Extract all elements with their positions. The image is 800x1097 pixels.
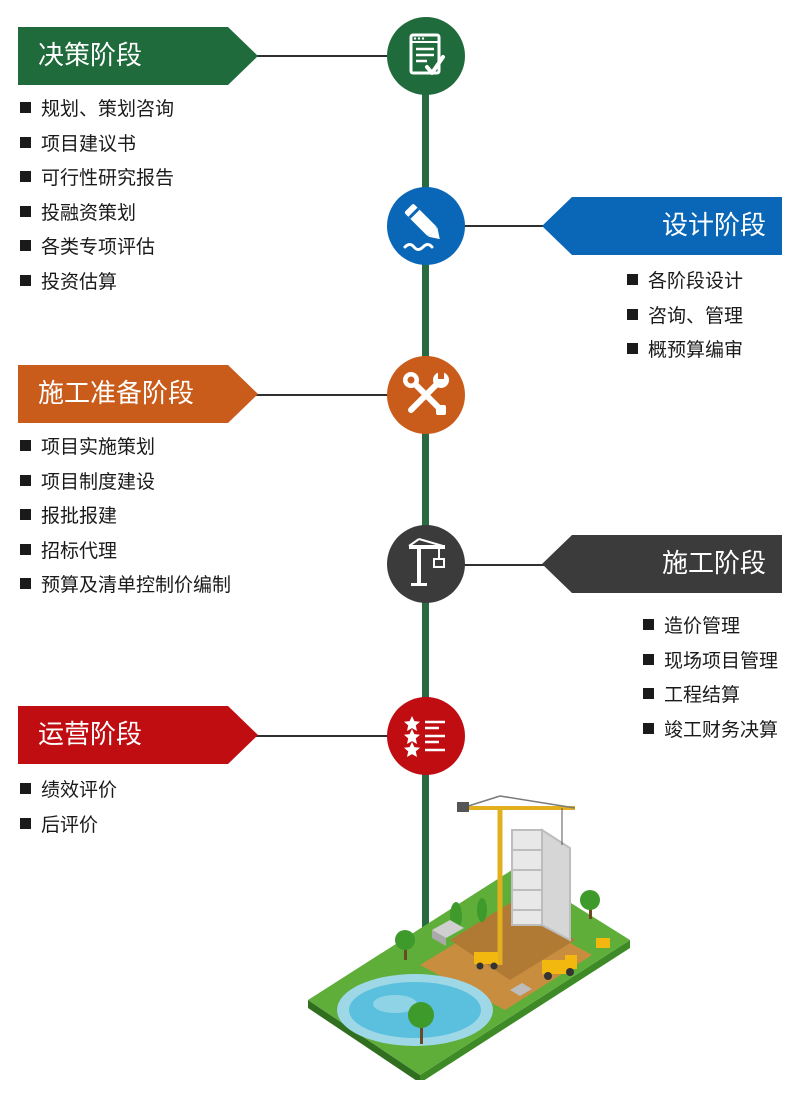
list-item: 各阶段设计 bbox=[627, 264, 743, 299]
list-item: 投融资策划 bbox=[20, 196, 174, 231]
list-item: 报批报建 bbox=[20, 499, 231, 534]
stage-items-prep: 项目实施策划 项目制度建设 报批报建 招标代理 预算及清单控制价编制 bbox=[20, 430, 231, 603]
stage-title-operation: 运营阶段 bbox=[38, 720, 143, 750]
timeline-spine bbox=[422, 55, 429, 935]
list-item: 项目制度建设 bbox=[20, 465, 231, 500]
connector-decision bbox=[255, 55, 425, 57]
list-item: 各类专项评估 bbox=[20, 230, 174, 265]
stage-banner-design: 设计阶段 bbox=[542, 197, 782, 255]
connector-construction bbox=[426, 564, 546, 566]
construction-site-illustration bbox=[308, 795, 630, 1080]
pen-icon bbox=[403, 204, 440, 251]
stage-banner-prep: 施工准备阶段 bbox=[18, 365, 258, 423]
list-item: 概预算编审 bbox=[627, 333, 743, 368]
list-item: 咨询、管理 bbox=[627, 299, 743, 334]
stage-node-design bbox=[387, 187, 465, 265]
list-item: 项目实施策划 bbox=[20, 430, 231, 465]
stage-title-prep: 施工准备阶段 bbox=[38, 379, 195, 409]
stage-node-construction bbox=[387, 525, 465, 603]
stage-banner-construction: 施工阶段 bbox=[542, 535, 782, 593]
list-item: 规划、策划咨询 bbox=[20, 92, 174, 127]
list-item: 投资估算 bbox=[20, 265, 174, 300]
stage-title-construction: 施工阶段 bbox=[661, 549, 766, 579]
stage-items-operation: 绩效评价 后评价 bbox=[20, 773, 117, 842]
list-item: 现场项目管理 bbox=[643, 644, 778, 679]
connector-design bbox=[426, 225, 546, 227]
star-rating-list-icon bbox=[404, 716, 445, 757]
stage-items-decision: 规划、策划咨询 项目建议书 可行性研究报告 投融资策划 各类专项评估 投资估算 bbox=[20, 92, 174, 299]
crane-icon bbox=[408, 538, 445, 586]
connector-operation bbox=[255, 735, 425, 737]
tools-icon bbox=[403, 370, 449, 415]
stage-title-design: 设计阶段 bbox=[661, 211, 766, 241]
list-item: 项目建议书 bbox=[20, 127, 174, 162]
list-item: 招标代理 bbox=[20, 534, 231, 569]
stage-banner-decision: 决策阶段 bbox=[18, 27, 258, 85]
list-item: 绩效评价 bbox=[20, 773, 117, 808]
list-item: 工程结算 bbox=[643, 678, 778, 713]
stage-items-construction: 造价管理 现场项目管理 工程结算 竣工财务决算 bbox=[643, 609, 778, 747]
list-item: 竣工财务决算 bbox=[643, 713, 778, 748]
connector-prep bbox=[255, 394, 425, 396]
stage-banner-operation: 运营阶段 bbox=[18, 706, 258, 764]
list-item: 后评价 bbox=[20, 808, 117, 843]
list-item: 可行性研究报告 bbox=[20, 161, 174, 196]
stage-node-prep bbox=[387, 356, 465, 434]
stage-node-operation bbox=[387, 697, 465, 775]
document-check-icon bbox=[409, 33, 445, 75]
stage-node-decision bbox=[387, 17, 465, 95]
stage-title-decision: 决策阶段 bbox=[38, 41, 143, 71]
list-item: 预算及清单控制价编制 bbox=[20, 568, 231, 603]
stage-items-design: 各阶段设计 咨询、管理 概预算编审 bbox=[627, 264, 743, 368]
list-item: 造价管理 bbox=[643, 609, 778, 644]
